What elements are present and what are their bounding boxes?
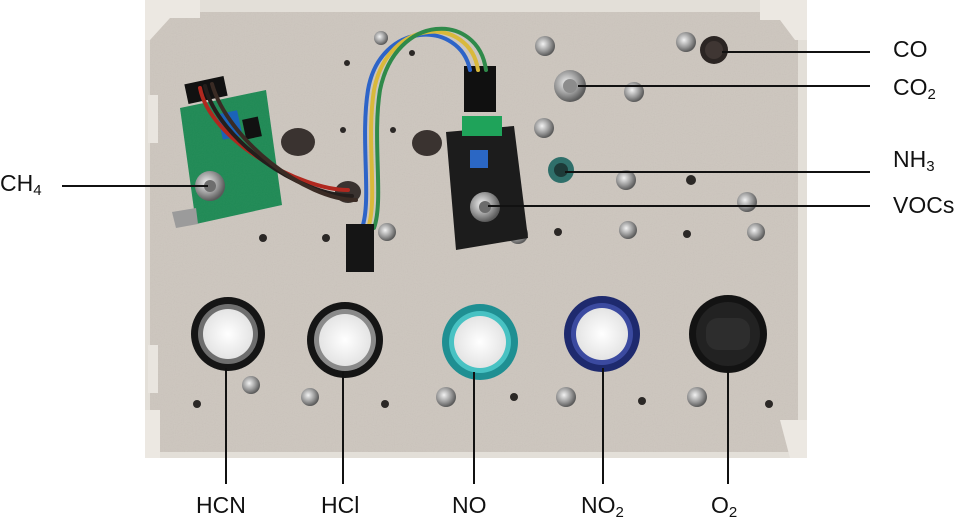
co-sensor (700, 36, 728, 64)
label-hcl: HCl (321, 494, 359, 520)
no2-sensor (564, 296, 640, 372)
label-no2-text: NO (581, 492, 616, 518)
label-nh3: NH3 (893, 146, 935, 175)
label-no2: NO2 (581, 492, 624, 521)
label-vocs-text: VOCs (893, 192, 955, 218)
label-nh3-sub: 3 (926, 158, 935, 175)
label-co-text: CO (893, 36, 928, 62)
label-nh3-text: NH (893, 146, 927, 172)
label-hcl-text: HCl (321, 492, 360, 518)
label-ch4-text: CH (0, 170, 34, 196)
label-hcn-text: HCN (196, 492, 246, 518)
label-ch4: CH4 (0, 170, 42, 199)
label-o2-text: O (711, 492, 729, 518)
vocs-module (446, 66, 528, 250)
label-co2-sub: 2 (927, 86, 936, 103)
label-no: NO (452, 494, 487, 520)
leader-lines (62, 51, 870, 484)
label-hcn: HCN (196, 494, 246, 520)
label-no2-sub: 2 (615, 504, 624, 521)
no-sensor (442, 304, 518, 380)
label-o2: O2 (711, 492, 738, 521)
label-no-text: NO (452, 492, 487, 518)
label-co2-text: CO (893, 74, 928, 100)
label-vocs: VOCs (893, 194, 954, 220)
nh3-sensor (548, 157, 574, 183)
o2-sensor (689, 295, 767, 373)
label-o2-sub: 2 (728, 504, 738, 521)
label-co: CO (893, 38, 928, 64)
wires (198, 26, 488, 272)
label-co2: CO2 (893, 74, 936, 103)
mounting-holes (193, 50, 773, 408)
co2-sensor (554, 70, 586, 102)
label-ch4-sub: 4 (33, 182, 42, 199)
hcl-sensor (307, 302, 383, 378)
hcn-sensor (191, 297, 265, 371)
